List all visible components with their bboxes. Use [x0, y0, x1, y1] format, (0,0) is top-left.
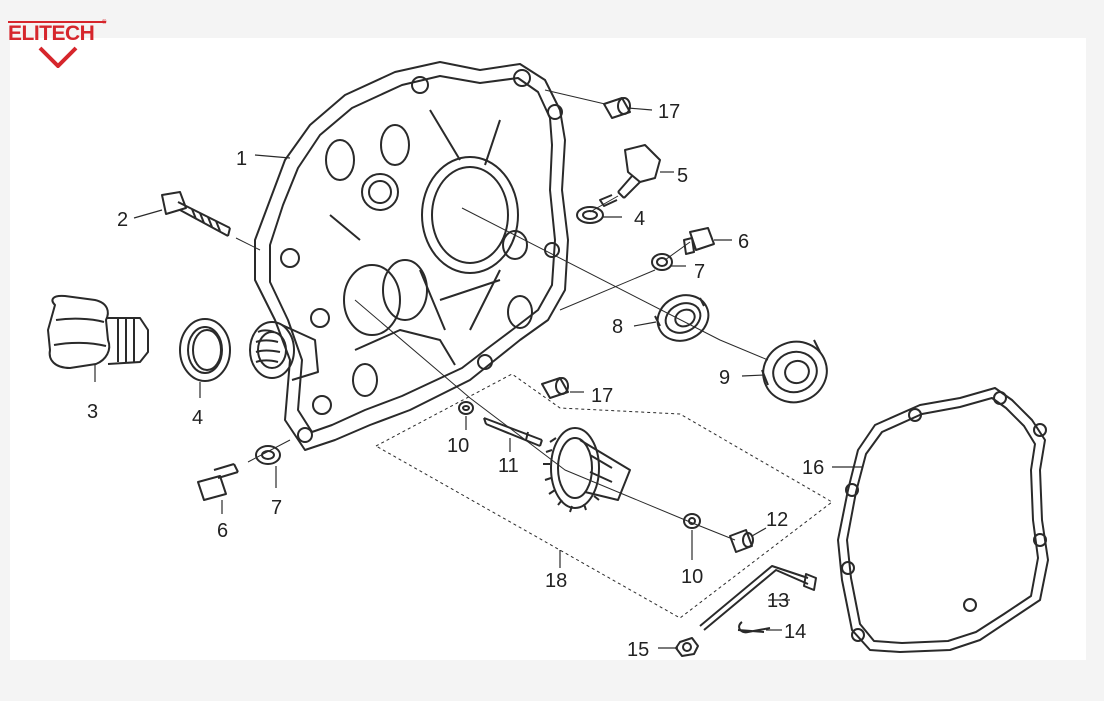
- callout-13: 13: [767, 590, 789, 612]
- drain-bolt-part-6-upper: [683, 227, 715, 255]
- bearing-part-8: [654, 294, 710, 342]
- oil-filler-cap-part-3: [47, 294, 149, 369]
- callout-11: 11: [498, 455, 519, 477]
- washer-part-10-upper: [458, 401, 474, 415]
- leader-lines: [94, 107, 862, 649]
- callout-14: 14: [784, 621, 806, 643]
- bolt-part-2: [161, 191, 231, 237]
- callout-17-lower: 17: [591, 385, 613, 407]
- drain-bolt-part-6-lower: [197, 463, 239, 501]
- callout-5: 5: [677, 165, 688, 187]
- callout-10-upper: 10: [447, 435, 469, 457]
- washer-part-7-upper: [651, 253, 673, 271]
- dowel-pin-part-17-upper: [603, 97, 631, 119]
- callout-7-upper: 7: [694, 261, 705, 283]
- nut-part-15: [675, 637, 699, 657]
- alignment-lines: [235, 89, 769, 541]
- callout-2: 2: [117, 209, 128, 231]
- callout-4-upper: 4: [634, 208, 645, 230]
- callout-18: 18: [545, 570, 567, 592]
- callout-6-upper: 6: [738, 231, 749, 253]
- callout-7-lower: 7: [271, 497, 282, 519]
- governor-shaft-part-11: [483, 417, 543, 447]
- callout-17-upper: 17: [658, 101, 680, 123]
- callout-1: 1: [236, 148, 247, 170]
- crankcase-cover-part-1: [254, 61, 569, 451]
- diagram-sheet: [10, 38, 1086, 660]
- callout-10-lower: 10: [681, 566, 703, 588]
- pin-part-12: [729, 529, 754, 553]
- callout-3: 3: [87, 401, 98, 423]
- oil-seal-part-4-left: [179, 318, 231, 382]
- callout-16: 16: [802, 457, 824, 479]
- governor-gear-assembly: [543, 427, 631, 513]
- oil-sensor-part-5: [599, 144, 661, 207]
- clip-part-14: [737, 621, 771, 634]
- callout-6-lower: 6: [217, 520, 228, 542]
- callout-15: 15: [627, 639, 649, 661]
- callout-9: 9: [719, 367, 730, 389]
- gasket-part-16: [837, 387, 1049, 653]
- washer-part-4-upper: [576, 206, 604, 224]
- logo-chevron-icon: [8, 21, 106, 68]
- elitech-logo: ELITECH ®: [6, 8, 106, 68]
- washer-part-10-lower: [683, 513, 701, 529]
- callout-12: 12: [766, 509, 788, 531]
- callout-4-left: 4: [192, 407, 203, 429]
- bearing-part-9: [761, 339, 828, 404]
- dowel-pin-part-17-lower: [541, 377, 569, 399]
- callout-8: 8: [612, 316, 623, 338]
- filler-neck: [249, 321, 319, 381]
- logo-wordmark: ELITECH: [8, 22, 95, 45]
- assembly-18-outline: [375, 373, 833, 619]
- washer-part-7-lower: [255, 445, 281, 465]
- governor-arm-part-13: [699, 565, 817, 631]
